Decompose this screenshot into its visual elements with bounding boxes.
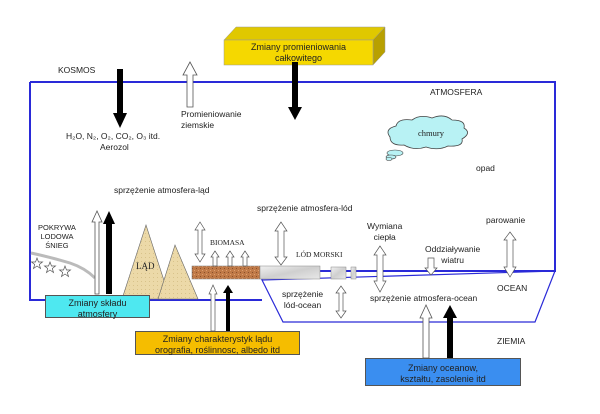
composition-hollow-arrow bbox=[91, 210, 103, 295]
biomass-arrows bbox=[194, 221, 250, 267]
terrestrial-radiation-arrow bbox=[182, 61, 198, 108]
evaporation-arrow bbox=[503, 231, 517, 278]
solar-change-line1: Zmiany promieniowania bbox=[250, 42, 347, 52]
terrestrial-radiation-line1: Promieniowanie bbox=[181, 109, 242, 119]
sea-ice-1 bbox=[259, 265, 321, 280]
ocean-change-hollow-arrow bbox=[419, 304, 433, 359]
atmosfera-label: ATMOSFERA bbox=[430, 87, 483, 97]
wind-line1: Oddziaływanie bbox=[425, 244, 481, 254]
composition-line1: Zmiany składu bbox=[68, 298, 127, 308]
wind-arrow bbox=[424, 257, 438, 276]
sea-ice-label: LÓD MORSKI bbox=[296, 250, 343, 259]
sea-ice-2 bbox=[330, 266, 347, 280]
composition-change-box: Zmiany składu atmosfery bbox=[45, 295, 150, 319]
land-change-line1: Zmiany charakterystyk lądu bbox=[162, 334, 273, 344]
precipitation-label: opad bbox=[476, 163, 495, 173]
biomass-label: BIOMASA bbox=[210, 238, 245, 247]
composition-line2: atmosfery bbox=[77, 309, 118, 319]
solar-radiation-arrow bbox=[113, 69, 127, 128]
kosmos-label: KOSMOS bbox=[58, 65, 96, 75]
composition-black-arrow bbox=[103, 211, 115, 294]
cloud-shape bbox=[385, 115, 468, 161]
biomass-strip bbox=[191, 265, 261, 280]
snow-cover-line bbox=[30, 251, 97, 280]
ice-ocean-line2: lód-ocean bbox=[283, 300, 322, 310]
heat-exchange-line2: ciepła bbox=[373, 232, 396, 242]
atm-ice-arrow bbox=[274, 221, 288, 266]
atm-ocean-coupling-label: sprzężenie atmosfera-ocean bbox=[370, 293, 478, 303]
land-change-line2: orografia, roślinnosc, albedo itd bbox=[154, 345, 281, 355]
atm-ice-coupling-label: sprzężenie atmosfera-lód bbox=[257, 203, 353, 213]
land-label: LĄD bbox=[136, 261, 155, 271]
ziemia-label: ZIEMIA bbox=[497, 336, 526, 346]
atmosphere-frame-left bbox=[29, 82, 262, 301]
cloud-label: chmury bbox=[418, 128, 444, 138]
ice-ocean-line1: sprzężenie bbox=[282, 289, 324, 299]
solar-change-label: Zmiany promieniowania całkowitego bbox=[224, 42, 373, 64]
wind-line2: wiatru bbox=[441, 255, 464, 265]
evaporation-label: parowanie bbox=[486, 215, 526, 225]
land-change-hollow-arrow bbox=[208, 284, 218, 332]
snow-cover-line2: LODOWA bbox=[40, 232, 74, 241]
snow-cover-line1: POKRYWA bbox=[38, 223, 76, 232]
land-change-black-arrow bbox=[223, 285, 233, 331]
ocean-label: OCEAN bbox=[497, 283, 528, 293]
ice-ocean-arrow bbox=[335, 285, 347, 319]
snow-cover-label: POKRYWA LODOWA ŚNIEG bbox=[38, 223, 76, 250]
solar-change-line2: całkowitego bbox=[274, 53, 323, 63]
ocean-change-line1: Zmiany oceanow, bbox=[407, 363, 479, 373]
aerozol-label: Aerozol bbox=[100, 142, 129, 152]
land-change-box: Zmiany charakterystyk lądu orografia, ro… bbox=[135, 331, 300, 355]
ocean-basin bbox=[261, 270, 556, 323]
solar-change-box-shape bbox=[223, 26, 386, 66]
wind-label: Oddziaływanie wiatru bbox=[425, 244, 480, 266]
ocean-change-box: Zmiany oceanow, kształtu, zasolenie itd bbox=[365, 358, 521, 386]
ocean-change-black-arrow bbox=[443, 305, 457, 358]
land-mountain-2 bbox=[157, 244, 199, 300]
heat-exchange-arrow bbox=[373, 245, 387, 293]
snow-cover-line3: ŚNIEG bbox=[45, 241, 69, 250]
atm-land-coupling-label: sprzężenie atmosfera-ląd bbox=[114, 185, 210, 195]
total-radiation-arrow bbox=[288, 62, 302, 120]
ocean-change-line2: kształtu, zasolenie itd bbox=[400, 374, 486, 384]
ice-ocean-coupling-label: sprzężenie lód-ocean bbox=[282, 289, 323, 311]
star-icons bbox=[30, 257, 72, 278]
heat-exchange-line1: Wymiana bbox=[367, 221, 403, 231]
terrestrial-radiation-line2: ziemskie bbox=[181, 120, 215, 130]
heat-exchange-label: Wymiana ciepła bbox=[367, 221, 402, 243]
gases-label: H₂O, N₂, O₂, CO₂, O₃ itd. bbox=[66, 131, 161, 141]
sea-ice-3 bbox=[350, 266, 357, 280]
terrestrial-radiation-label: Promieniowanie ziemskie bbox=[181, 109, 241, 131]
